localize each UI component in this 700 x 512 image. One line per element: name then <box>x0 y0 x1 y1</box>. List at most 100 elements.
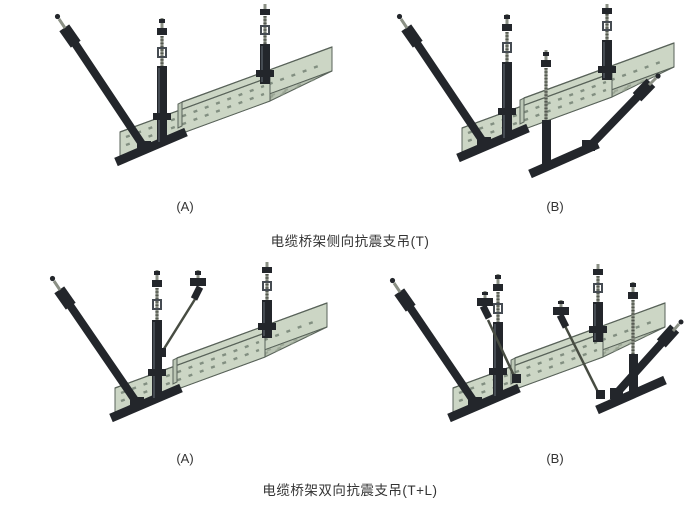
channel-strut <box>542 120 551 166</box>
anchor-bolt <box>57 18 67 29</box>
brace-fitting <box>610 388 623 399</box>
rod-coupler <box>260 25 270 35</box>
rod-coupler <box>262 281 272 291</box>
hex-nut <box>543 52 549 56</box>
rod-coupler <box>157 47 167 58</box>
rod-coupler <box>493 303 503 314</box>
trapeze-hanger <box>456 4 616 163</box>
anchor-bolt <box>671 323 681 332</box>
ceiling-anchor <box>602 8 612 14</box>
trapeze-cross-member <box>109 383 183 423</box>
hex-nut <box>195 271 201 275</box>
ceiling-anchor <box>493 284 503 291</box>
ceiling-anchor <box>477 298 493 306</box>
figure-lateral-a-drawing <box>54 4 333 167</box>
rail-clamp <box>489 368 507 375</box>
hex-nut <box>678 319 684 325</box>
trapeze-cross-member <box>456 123 530 163</box>
ceiling-anchor <box>157 28 167 35</box>
hex-nut <box>54 13 61 20</box>
figure-label-lateral-a: (A) <box>176 199 194 214</box>
ceiling-anchor <box>262 267 272 273</box>
seismic-lateral-brace <box>49 275 144 409</box>
figure-label-bidirectional-b: (B) <box>546 451 564 466</box>
seismic-lateral-brace <box>396 13 491 149</box>
rail-clamp <box>153 113 171 120</box>
hex-nut <box>558 301 564 304</box>
clevis-fitting <box>556 313 570 329</box>
seismic-lateral-brace-right <box>610 319 684 399</box>
rod-coupler <box>593 283 603 293</box>
channel-strut <box>260 44 270 84</box>
figure-caption-lateral: 电缆桥架侧向抗震支吊(T) <box>270 234 430 249</box>
ceiling-anchor <box>593 269 603 275</box>
ceiling-anchor <box>190 278 206 286</box>
ceiling-anchor <box>401 24 423 48</box>
brace-fitting <box>468 397 482 408</box>
brace-fitting <box>477 137 491 148</box>
seismic-longitudinal-rod <box>157 270 206 357</box>
ceiling-anchor <box>152 280 162 287</box>
ceiling-anchor <box>541 60 551 67</box>
rail-clamp <box>258 323 276 330</box>
rail-clamp <box>498 108 516 115</box>
rail-clamp <box>148 369 166 376</box>
brace-fitting <box>582 140 595 151</box>
trapeze-hanger <box>114 4 274 167</box>
hex-nut <box>396 13 403 20</box>
ceiling-anchor <box>394 288 416 312</box>
figure-label-bidirectional-a: (A) <box>176 451 194 466</box>
seismic-lateral-brace <box>389 277 482 409</box>
brace-fitting <box>130 397 144 408</box>
rail-clamp <box>589 326 607 333</box>
rod-fitting <box>157 348 166 357</box>
brace-fitting <box>137 141 151 152</box>
hex-nut <box>49 275 56 282</box>
hex-nut <box>154 271 160 275</box>
channel-strut <box>157 66 167 144</box>
trapeze-cross-member <box>447 383 521 423</box>
channel-strut <box>502 62 512 140</box>
trapeze-hanger <box>109 262 276 423</box>
clevis-fitting <box>190 285 204 301</box>
anchor-bolt <box>392 282 402 293</box>
figure-bidirectional-a-drawing <box>49 262 328 423</box>
seismic-lateral-brace <box>54 13 151 153</box>
figure-bidirectional-b-drawing <box>389 264 684 423</box>
figure-label-lateral-b: (B) <box>546 199 564 214</box>
ceiling-anchor <box>59 24 81 48</box>
hex-nut <box>159 19 165 23</box>
anchor-bolt <box>52 280 62 291</box>
rod-coupler <box>152 299 162 310</box>
ceiling-anchor <box>54 286 76 310</box>
rail-clamp <box>256 70 274 77</box>
ceiling-anchor <box>628 292 638 299</box>
channel-strut <box>593 302 603 342</box>
channel-strut <box>493 322 503 398</box>
ceiling-anchor <box>502 24 512 31</box>
seismic-lateral-brace-right <box>582 73 661 151</box>
ceiling-anchor <box>260 9 270 15</box>
anchor-bolt <box>399 18 409 29</box>
channel-strut <box>602 40 612 80</box>
clevis-fitting <box>479 304 493 320</box>
hex-nut <box>655 73 661 79</box>
seismic-longitudinal-rod <box>477 291 521 383</box>
figure-caption-bidirectional: 电缆桥架双向抗震支吊(T+L) <box>262 483 438 498</box>
channel-strut <box>262 300 272 338</box>
channel-strut <box>152 320 162 400</box>
cable-tray <box>119 46 333 157</box>
rod-coupler <box>502 42 512 53</box>
rail-clamp <box>598 66 616 73</box>
anchor-bolt <box>647 76 658 87</box>
hex-nut <box>389 277 396 284</box>
hex-nut <box>495 275 501 279</box>
hex-nut <box>482 292 488 295</box>
figure-lateral-b-drawing <box>396 4 675 179</box>
rod-coupler <box>602 21 612 31</box>
rod-fitting <box>596 390 605 399</box>
ceiling-anchor <box>553 307 569 315</box>
hex-nut <box>504 15 510 19</box>
rod-fitting <box>512 374 521 383</box>
